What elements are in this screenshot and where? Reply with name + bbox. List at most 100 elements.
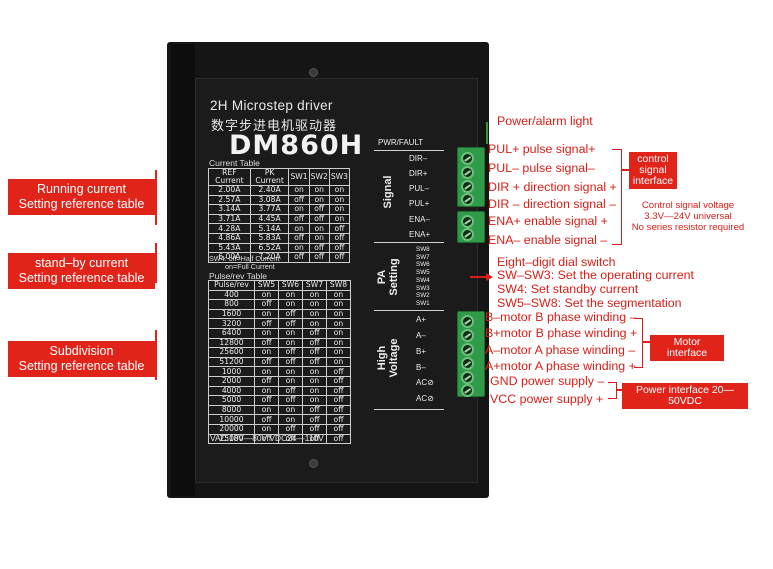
table-cell: on	[328, 194, 351, 206]
table-cell: on	[302, 308, 327, 320]
pa-setting-line: PA	[376, 269, 388, 285]
dip-switch-label: SW8	[416, 246, 430, 253]
motor-note-a-plus: A+motor A phase winding +	[485, 359, 636, 373]
table-cell: off	[302, 327, 327, 339]
table-cell: off	[278, 308, 303, 320]
dip-note-sw1-3: SW–SW3: Set the operating current	[497, 268, 694, 282]
motor-note-b-minus: B–motor B phase winding –	[485, 310, 637, 324]
section-divider	[374, 150, 444, 151]
driver-model: DM860H	[229, 130, 364, 161]
table-cell: on	[254, 366, 279, 377]
table-cell: on	[288, 223, 310, 234]
table-cell: off	[278, 356, 303, 368]
table-cell: off	[288, 232, 310, 244]
table-cell: off	[254, 356, 279, 368]
table-cell: off	[328, 242, 351, 254]
table-cell: off	[278, 385, 303, 397]
table-cell: 1600	[208, 308, 255, 320]
table-cell: on	[254, 327, 279, 339]
table-cell: off	[326, 433, 351, 445]
standby-current-tag: stand–by current Setting reference table	[8, 253, 155, 289]
power-bracket-link	[617, 389, 623, 391]
table-header-cell: PK Current	[249, 168, 290, 186]
table-cell: on	[302, 375, 327, 387]
terminal-screw-icon	[461, 357, 474, 370]
pin-dir-plus: DIR+	[409, 169, 428, 178]
pin-ac-1: AC⊘	[416, 378, 434, 387]
terminal-screw-icon	[461, 180, 474, 193]
table-cell: on	[328, 185, 351, 196]
sw4-note: SW4: off=Half Current on=Full Current	[209, 255, 279, 271]
table-cell: off	[288, 213, 310, 225]
tag-line-2: Setting reference table	[18, 271, 145, 285]
control-voltage-line: Control signal voltage	[641, 200, 735, 211]
arrow-right-icon	[486, 273, 493, 281]
table-cell: on	[308, 185, 330, 196]
table-cell: 12800	[208, 337, 255, 349]
table-cell: 51200	[208, 356, 255, 368]
table-cell: on	[308, 194, 330, 206]
table-cell: 3200	[208, 318, 255, 329]
table-header-cell: SW7	[302, 280, 327, 291]
table-cell: 800	[208, 299, 255, 310]
table-cell: off	[278, 347, 303, 358]
section-divider	[374, 242, 444, 243]
power-interface-box: Power interface 20—50VDC	[622, 383, 748, 409]
voltage-footer: VAC:18V—80V VDC24—110V	[210, 433, 324, 443]
pin-b-minus: B–	[416, 363, 426, 372]
table-header-cell: SW1	[288, 168, 310, 186]
tag-connector	[155, 170, 157, 225]
signal-terminal-block[interactable]	[457, 147, 485, 207]
table-cell: off	[328, 223, 351, 234]
pin-ena-plus: ENA+	[409, 230, 431, 239]
control-signal-line: interface	[632, 175, 674, 187]
table-cell: off	[302, 404, 327, 416]
section-divider	[374, 409, 444, 410]
table-cell: on	[326, 347, 351, 358]
table-cell: 4.45A	[249, 213, 290, 225]
table-cell: off	[288, 194, 310, 206]
control-voltage-note: Control signal voltage 3.3V—24V universa…	[624, 200, 752, 233]
table-cell: on	[328, 204, 351, 215]
dip-switch-label: SW2	[416, 292, 430, 300]
power-alarm-pointer	[486, 122, 488, 144]
pin-ac-2: AC⊘	[416, 394, 434, 403]
table-cell: off	[326, 423, 351, 435]
table-header-cell: SW2	[308, 168, 330, 186]
driver-title-cn: 数字步进电机驱动器	[211, 119, 338, 134]
table-cell: on	[302, 318, 327, 329]
table-cell: off	[254, 318, 279, 329]
power-terminal-block[interactable]	[457, 311, 485, 397]
table-cell: on	[302, 299, 327, 310]
table-cell: on	[278, 414, 303, 425]
table-cell: off	[308, 242, 330, 254]
table-cell: 5.83A	[249, 232, 290, 244]
sw4-note-line: on=Full Current	[225, 262, 275, 271]
table-cell: on	[326, 356, 351, 368]
table-cell: on	[278, 289, 303, 301]
table-header-cell: REF Current	[208, 168, 251, 186]
table-cell: off	[328, 232, 351, 244]
table-cell: 2000	[208, 375, 255, 387]
table-cell: 3.08A	[249, 194, 290, 206]
table-cell: on	[302, 395, 327, 406]
running-current-tag: Running current Setting reference table	[8, 179, 155, 215]
table-cell: 5.14A	[249, 223, 290, 234]
pwr-fault-label: PWR/FAULT	[378, 138, 424, 147]
table-header-cell: SW6	[278, 280, 303, 291]
table-cell: off	[308, 204, 330, 215]
enable-terminal-block[interactable]	[457, 211, 485, 243]
table-cell: on	[302, 385, 327, 397]
